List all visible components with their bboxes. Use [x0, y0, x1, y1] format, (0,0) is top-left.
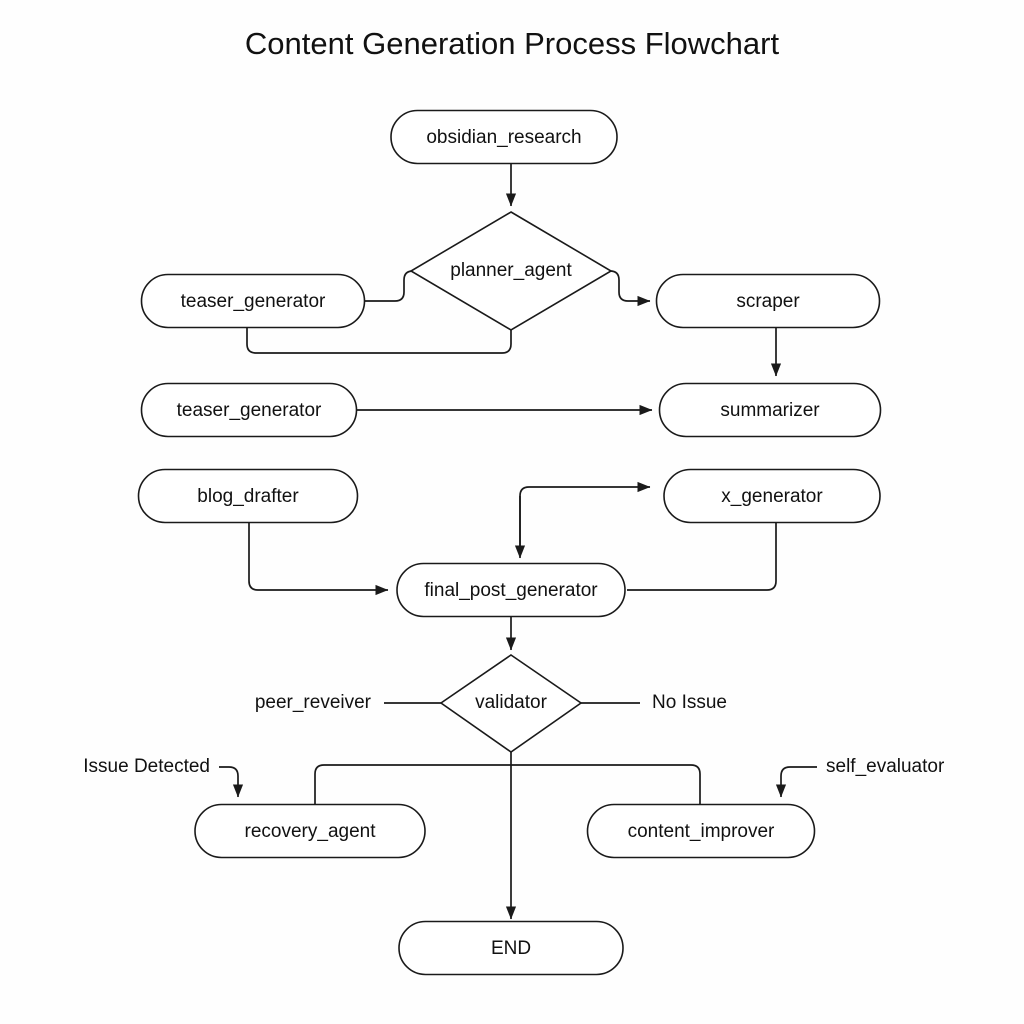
node-planner-agent[interactable]: planner_agent [409, 211, 613, 331]
node-final-post-generator-label: final_post_generator [424, 580, 598, 601]
node-final-post-generator-shape[interactable] [396, 562, 626, 618]
node-content-improver[interactable]: content_improver [586, 803, 816, 859]
node-content-improver-label: content_improver [628, 821, 775, 842]
node-end-shape[interactable] [398, 920, 624, 976]
node-final-post-generator[interactable]: final_post_generator [396, 562, 626, 618]
edge-validator-to-recovery-agent [314, 764, 511, 805]
node-summarizer[interactable]: summarizer [658, 382, 882, 438]
node-recovery-agent-label: recovery_agent [245, 821, 377, 842]
node-teaser-generator-2-shape[interactable] [140, 382, 358, 438]
node-teaser-generator-1-shape[interactable] [140, 273, 366, 329]
edge-branch-to-x-generator [519, 481, 651, 556]
page-title: Content Generation Process Flowchart [245, 26, 780, 61]
node-x-generator-shape[interactable] [663, 468, 881, 524]
edge-label-no-issue: No Issue [652, 692, 727, 713]
node-teaser-generator-2[interactable]: teaser_generator [140, 382, 358, 438]
node-validator[interactable]: validator [439, 654, 583, 753]
node-obsidian-research-shape[interactable] [390, 109, 618, 165]
node-recovery-agent-shape[interactable] [194, 803, 426, 859]
node-teaser-generator-1-label: teaser_generator [181, 291, 326, 312]
node-obsidian-research-label: obsidian_research [426, 127, 581, 148]
node-layer: obsidian_research planner_agent teaser_g… [137, 109, 882, 976]
node-blog-drafter[interactable]: blog_drafter [137, 468, 359, 524]
edge-issue-detected-to-recovery-agent [219, 766, 244, 798]
node-x-generator-label: x_generator [721, 486, 823, 507]
node-content-improver-shape[interactable] [586, 803, 816, 859]
node-obsidian-research[interactable]: obsidian_research [390, 109, 618, 165]
edge-validator-to-content-improver [511, 764, 701, 805]
node-scraper[interactable]: scraper [655, 273, 881, 329]
node-end[interactable]: END [398, 920, 624, 976]
node-teaser-generator-2-label: teaser_generator [177, 400, 322, 421]
edge-teaser-generator-1-to-planner-agent [365, 270, 414, 302]
node-blog-drafter-shape[interactable] [137, 468, 359, 524]
node-scraper-label: scraper [736, 291, 800, 312]
edge-label-self-evaluator: self_evaluator [826, 756, 945, 777]
node-planner-agent-shape[interactable] [409, 211, 613, 331]
node-validator-label: validator [475, 692, 547, 713]
node-summarizer-shape[interactable] [658, 382, 882, 438]
edge-label-peer-reveiver: peer_reveiver [255, 692, 372, 713]
edge-label-issue-detected: Issue Detected [83, 756, 210, 777]
edge-self-evaluator-to-content-improver [775, 766, 817, 798]
node-validator-shape[interactable] [439, 654, 583, 753]
node-blog-drafter-label: blog_drafter [197, 486, 299, 507]
edge-blog-drafter-to-final-post-generator [248, 523, 389, 596]
edge-planner-agent-to-teaser-generator-1 [246, 328, 512, 354]
node-teaser-generator-1[interactable]: teaser_generator [140, 273, 366, 329]
edge-layer [219, 164, 817, 920]
node-x-generator[interactable]: x_generator [663, 468, 881, 524]
edge-label-layer: peer_reveiver No Issue Issue Detected se… [83, 692, 945, 777]
node-recovery-agent[interactable]: recovery_agent [194, 803, 426, 859]
node-scraper-shape[interactable] [655, 273, 881, 329]
edge-x-generator-to-final-post-generator [627, 523, 777, 591]
node-end-label: END [491, 938, 531, 959]
node-summarizer-label: summarizer [720, 400, 820, 421]
node-planner-agent-label: planner_agent [450, 260, 572, 281]
edge-planner-agent-to-scraper [609, 270, 651, 307]
